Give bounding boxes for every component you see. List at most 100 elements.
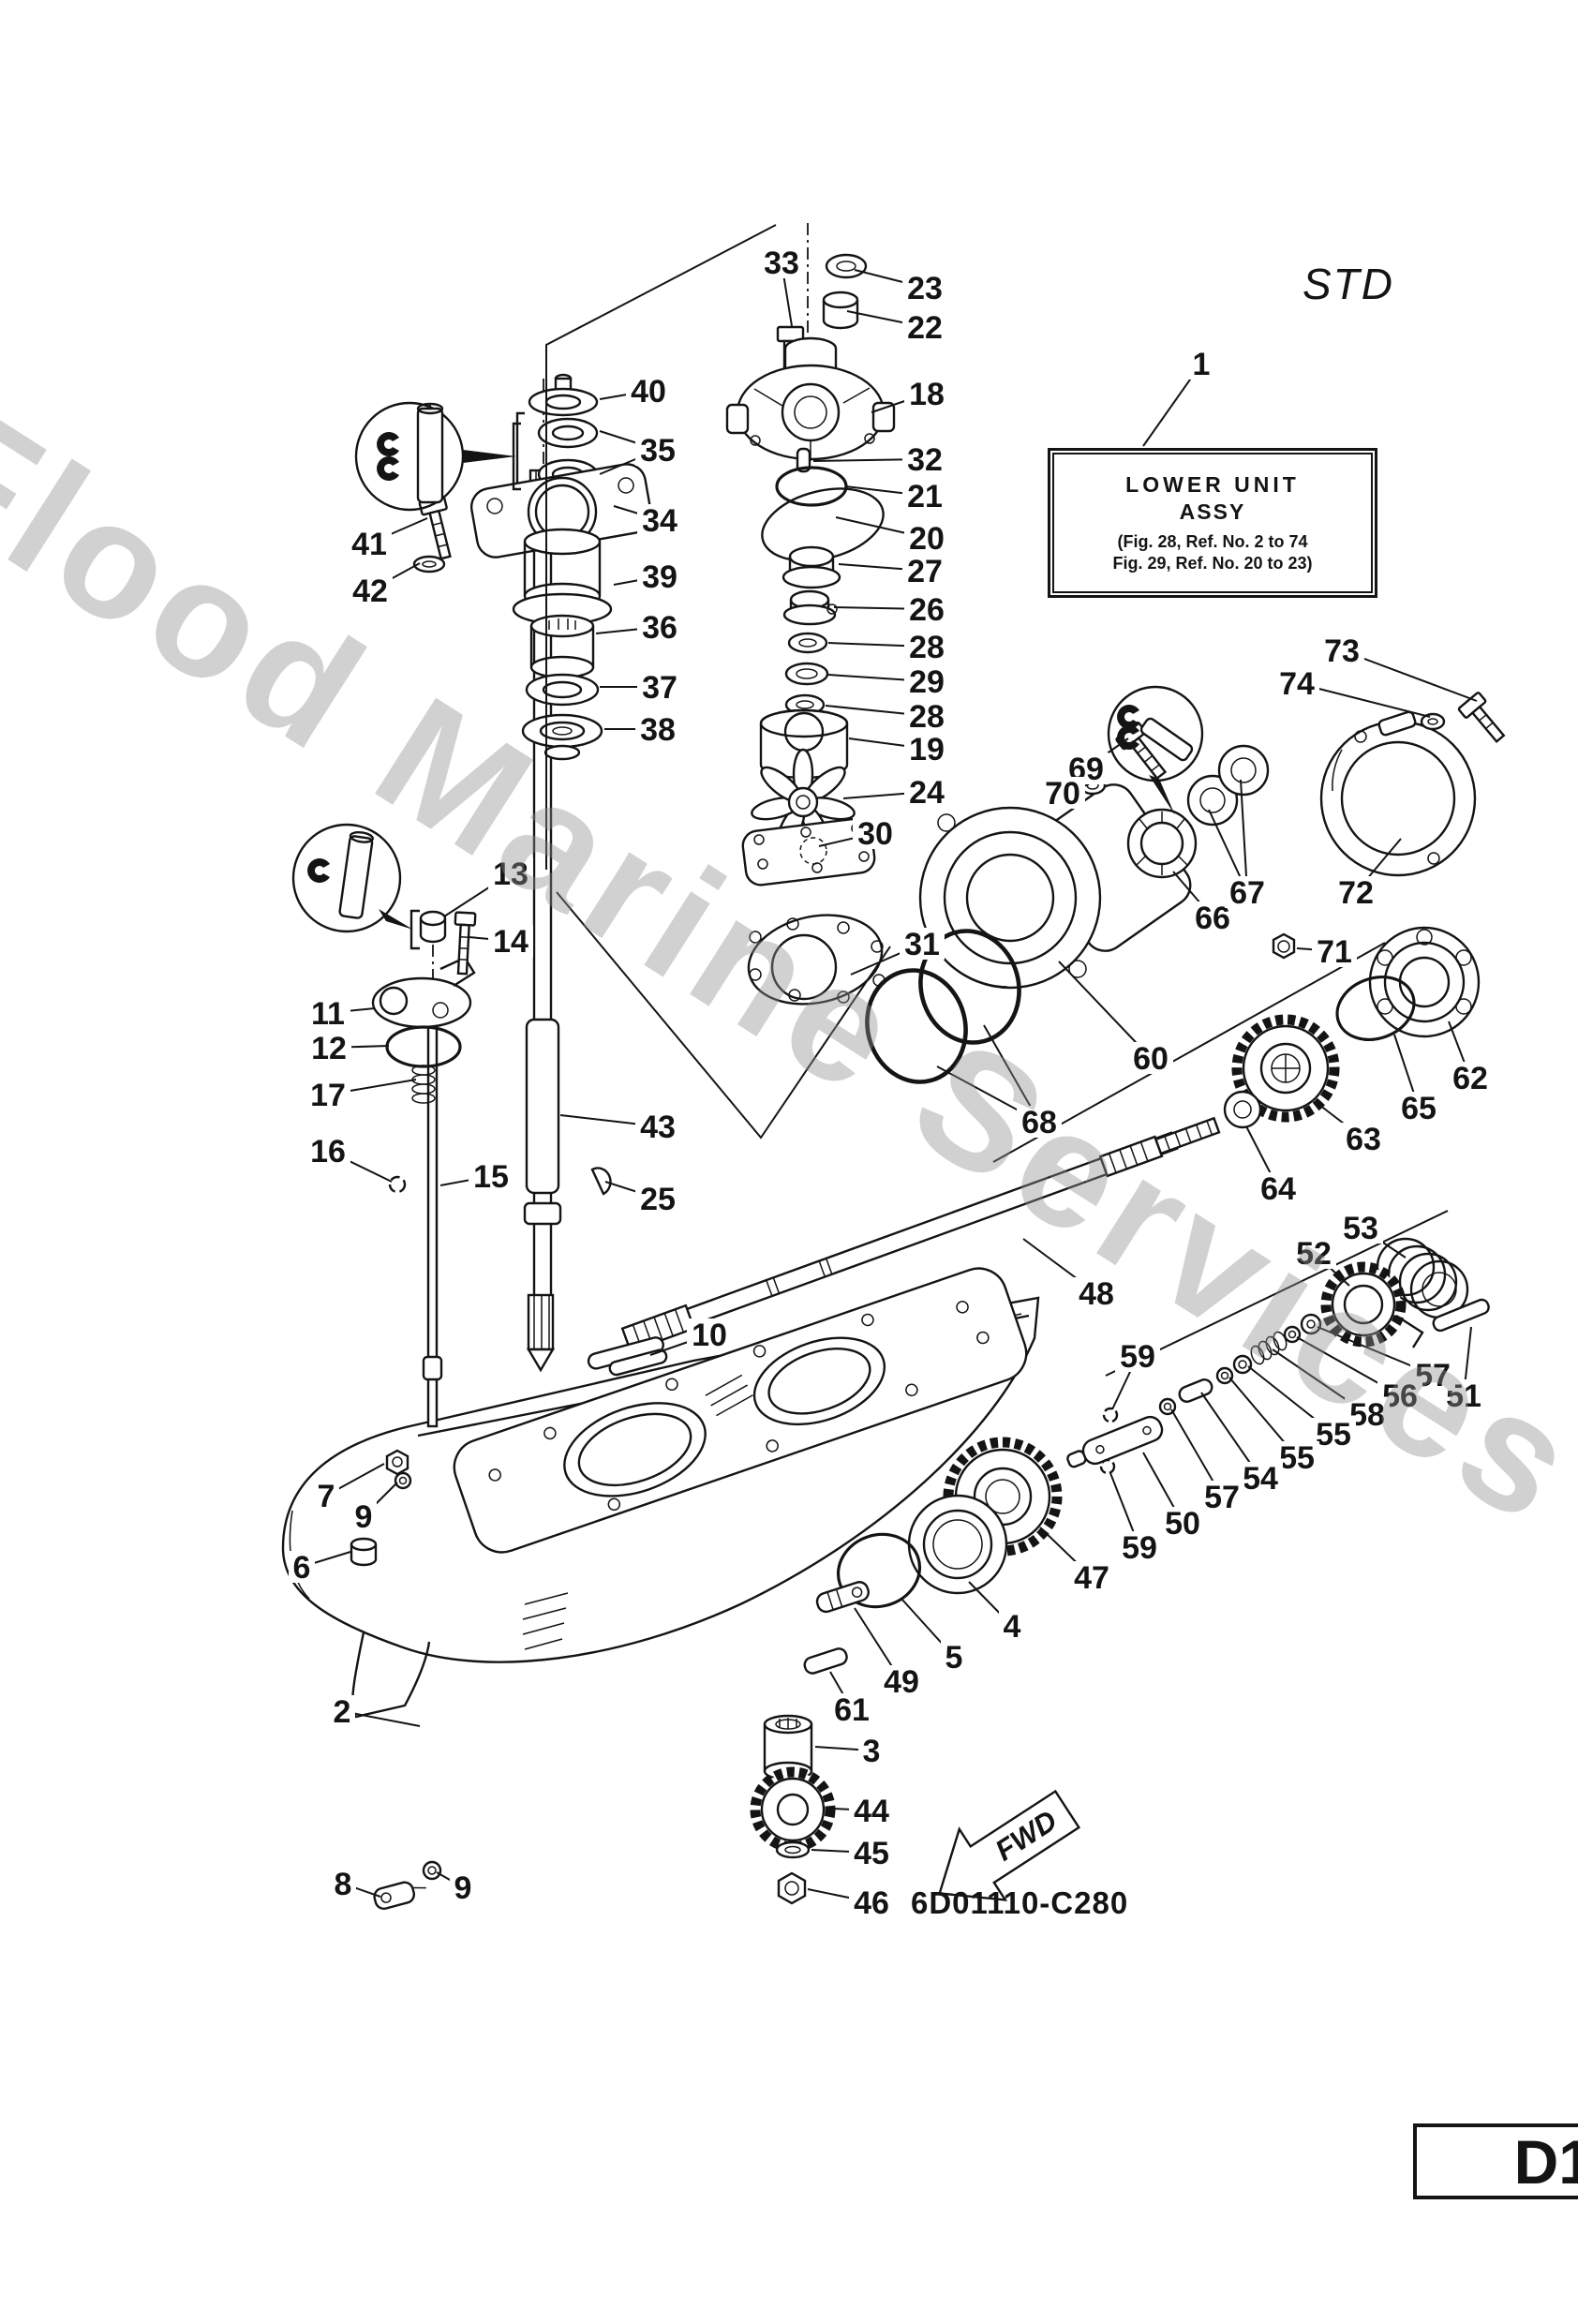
propeller-shaft	[620, 1116, 1221, 1353]
part-callout-63: 63	[1346, 1122, 1381, 1157]
part-callout-13: 13	[493, 857, 528, 892]
part-callout-55: 55	[1316, 1417, 1351, 1452]
part-callout-1: 1	[1193, 347, 1211, 382]
callout-bg	[1291, 1237, 1336, 1269]
part-callout-61: 61	[834, 1692, 870, 1728]
part-callout-11: 11	[311, 996, 345, 1032]
part-callout-27: 27	[907, 554, 943, 589]
part-callout-16: 16	[310, 1134, 346, 1169]
part-callout-14: 14	[493, 924, 528, 960]
part-callout-53: 53	[1343, 1211, 1378, 1246]
part-callout-38: 38	[640, 712, 676, 748]
part-callout-28: 28	[909, 630, 945, 665]
callout-bg	[347, 528, 392, 559]
callout-bg	[1188, 348, 1214, 380]
callout-bg	[1040, 777, 1085, 809]
callout-bg	[999, 1610, 1025, 1642]
callout-bg	[635, 1183, 680, 1214]
drawing-code: 6D01110-C280	[911, 1885, 1129, 1920]
callout-bg	[635, 713, 680, 745]
part-callout-46: 46	[854, 1885, 889, 1921]
callout-bg	[330, 1868, 356, 1899]
group-bracket-line	[1105, 1210, 1449, 1377]
part-callout-62: 62	[1452, 1061, 1488, 1096]
gear-case-deck	[453, 1267, 1028, 1554]
part-callout-22: 22	[907, 310, 943, 346]
pinion-group	[350, 1336, 1063, 1911]
callout-bg	[350, 1500, 377, 1532]
variant-label: STD	[1303, 260, 1394, 308]
part-callout-4: 4	[1004, 1609, 1021, 1645]
callout-bg	[1225, 876, 1270, 908]
callout-bg	[635, 1110, 680, 1142]
callout-bg	[904, 631, 949, 663]
callout-bg	[904, 776, 949, 808]
callout-bg	[902, 272, 947, 304]
callout-bg	[1312, 935, 1357, 967]
part-callout-25: 25	[640, 1182, 676, 1217]
group-bracket-line	[556, 891, 891, 1140]
callout-bg	[305, 1135, 350, 1167]
callout-bg	[1017, 1106, 1062, 1138]
part-callout-70: 70	[1045, 776, 1080, 812]
assembly-ref-line2: Fig. 29, Ref. No. 20 to 23)	[1112, 554, 1313, 573]
part-callout-67: 67	[1229, 875, 1265, 911]
callout-bg	[305, 997, 350, 1029]
callout-bg	[849, 1837, 894, 1869]
callout-bg	[348, 574, 393, 606]
callout-bg	[904, 378, 949, 410]
callout-bg	[900, 928, 945, 960]
callout-bg	[488, 857, 533, 889]
callout-bg	[637, 560, 682, 592]
callout-bg	[904, 522, 949, 554]
part-callout-37: 37	[642, 670, 677, 706]
assembly-ref-line1: (Fig. 28, Ref. No. 2 to 74	[1117, 532, 1308, 551]
callout-bg	[902, 480, 947, 512]
callout-bg	[858, 1735, 885, 1766]
callout-bg	[635, 434, 680, 466]
callout-bg	[1274, 667, 1319, 699]
callout-bg	[469, 1160, 514, 1192]
callout-bg	[1128, 1042, 1173, 1074]
part-callout-39: 39	[642, 559, 677, 595]
part-callout-52: 52	[1296, 1236, 1332, 1272]
balloon-pointer	[379, 909, 413, 930]
leader-line	[983, 1024, 1040, 1123]
group-bracket-line	[545, 224, 777, 870]
part-callout-73: 73	[1324, 633, 1360, 669]
callout-bg	[904, 665, 949, 697]
part-callout-5: 5	[945, 1640, 963, 1676]
part-callout-7: 7	[318, 1479, 335, 1514]
callout-bg	[313, 1480, 339, 1512]
part-callout-57: 57	[1204, 1480, 1240, 1515]
part-callout-44: 44	[854, 1794, 889, 1829]
callout-bg	[637, 504, 682, 536]
part-callout-10: 10	[692, 1318, 727, 1353]
callout-bg	[1333, 876, 1378, 908]
part-callout-20: 20	[909, 521, 945, 557]
part-callout-40: 40	[631, 374, 666, 410]
part-callout-31: 31	[904, 927, 940, 962]
callout-bg	[904, 700, 949, 732]
callout-bg	[902, 555, 947, 587]
part-callout-41: 41	[351, 527, 387, 562]
callout-bg	[1256, 1172, 1301, 1204]
shift-rod-group	[371, 909, 477, 1428]
part-callout-18: 18	[909, 377, 945, 412]
part-callout-21: 21	[907, 479, 943, 514]
part-callout-3: 3	[863, 1734, 881, 1769]
callout-bg	[904, 593, 949, 625]
part-callout-2: 2	[334, 1694, 351, 1730]
bearing-housing-group	[918, 692, 1506, 990]
callout-bg	[849, 1795, 894, 1826]
part-callout-19: 19	[909, 732, 945, 767]
part-callout-23: 23	[907, 271, 943, 306]
part-callout-6: 6	[293, 1550, 311, 1586]
part-callout-55: 55	[1279, 1440, 1315, 1476]
leader-line	[1240, 779, 1248, 893]
callout-bg	[1199, 1481, 1244, 1512]
part-callout-72: 72	[1338, 875, 1374, 911]
callout-bg	[1117, 1531, 1162, 1563]
detail-balloon-66	[1107, 685, 1204, 782]
callout-bg	[1448, 1062, 1493, 1094]
